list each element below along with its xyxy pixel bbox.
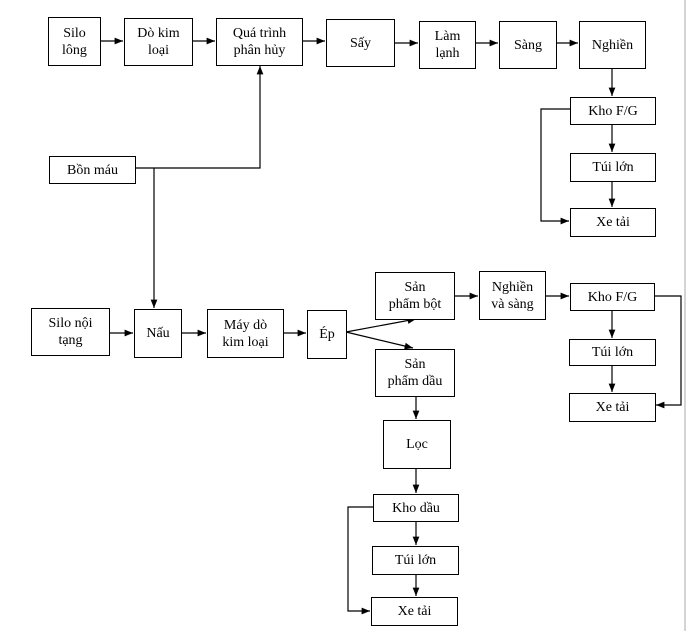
node-ep: Ép bbox=[307, 310, 347, 359]
node-xe-tai-1: Xe tải bbox=[570, 208, 656, 237]
node-nghien: Nghiền bbox=[579, 21, 646, 69]
node-bon-mau: Bồn máu bbox=[49, 156, 136, 184]
node-nghien-va-sang: Nghiền và sàng bbox=[479, 271, 546, 320]
node-sang: Sàng bbox=[499, 21, 557, 69]
page-edge-border bbox=[684, 0, 686, 631]
node-kho-fg-1: Kho F/G bbox=[570, 97, 656, 125]
node-nau: Nấu bbox=[134, 309, 182, 358]
node-kho-dau: Kho dầu bbox=[373, 494, 459, 522]
node-xe-tai-3: Xe tải bbox=[371, 597, 458, 626]
edge-kho-fg-1-to-xe-tai-1-bypass bbox=[540, 108, 570, 225]
node-silo-long: Silo lông bbox=[48, 17, 101, 66]
edge-ep-to-san-pham-bot bbox=[345, 317, 417, 333]
node-tui-lon-2: Túi lớn bbox=[569, 339, 656, 366]
node-kho-fg-2: Kho F/G bbox=[570, 283, 655, 311]
node-do-kim-loai: Dò kim loại bbox=[124, 18, 193, 66]
edge-ep-to-san-pham-dau bbox=[345, 331, 414, 350]
edge-kho-dau-to-xe-tai-3-bypass bbox=[347, 506, 373, 615]
node-qua-trinh-phan-huy: Quá trình phân hủy bbox=[216, 18, 303, 66]
node-lam-lanh: Làm lạnh bbox=[419, 21, 476, 69]
node-may-do-kim-loai: Máy dò kim loại bbox=[207, 309, 284, 358]
node-silo-noi-tang: Silo nội tạng bbox=[31, 308, 110, 356]
node-san-pham-bot: Sản phẩm bột bbox=[375, 272, 455, 320]
node-xe-tai-2: Xe tải bbox=[569, 393, 656, 422]
node-tui-lon-3: Túi lớn bbox=[372, 546, 459, 575]
node-san-pham-dau: Sản phẩm dầu bbox=[375, 349, 455, 397]
node-loc: Lọc bbox=[383, 420, 451, 469]
edge-bon-mau-to-qua-trinh bbox=[135, 66, 264, 169]
node-tui-lon-1: Túi lớn bbox=[570, 153, 656, 182]
edge-kho-fg-2-to-xe-tai-2-bypass bbox=[654, 295, 682, 409]
node-say: Sấy bbox=[326, 19, 395, 67]
